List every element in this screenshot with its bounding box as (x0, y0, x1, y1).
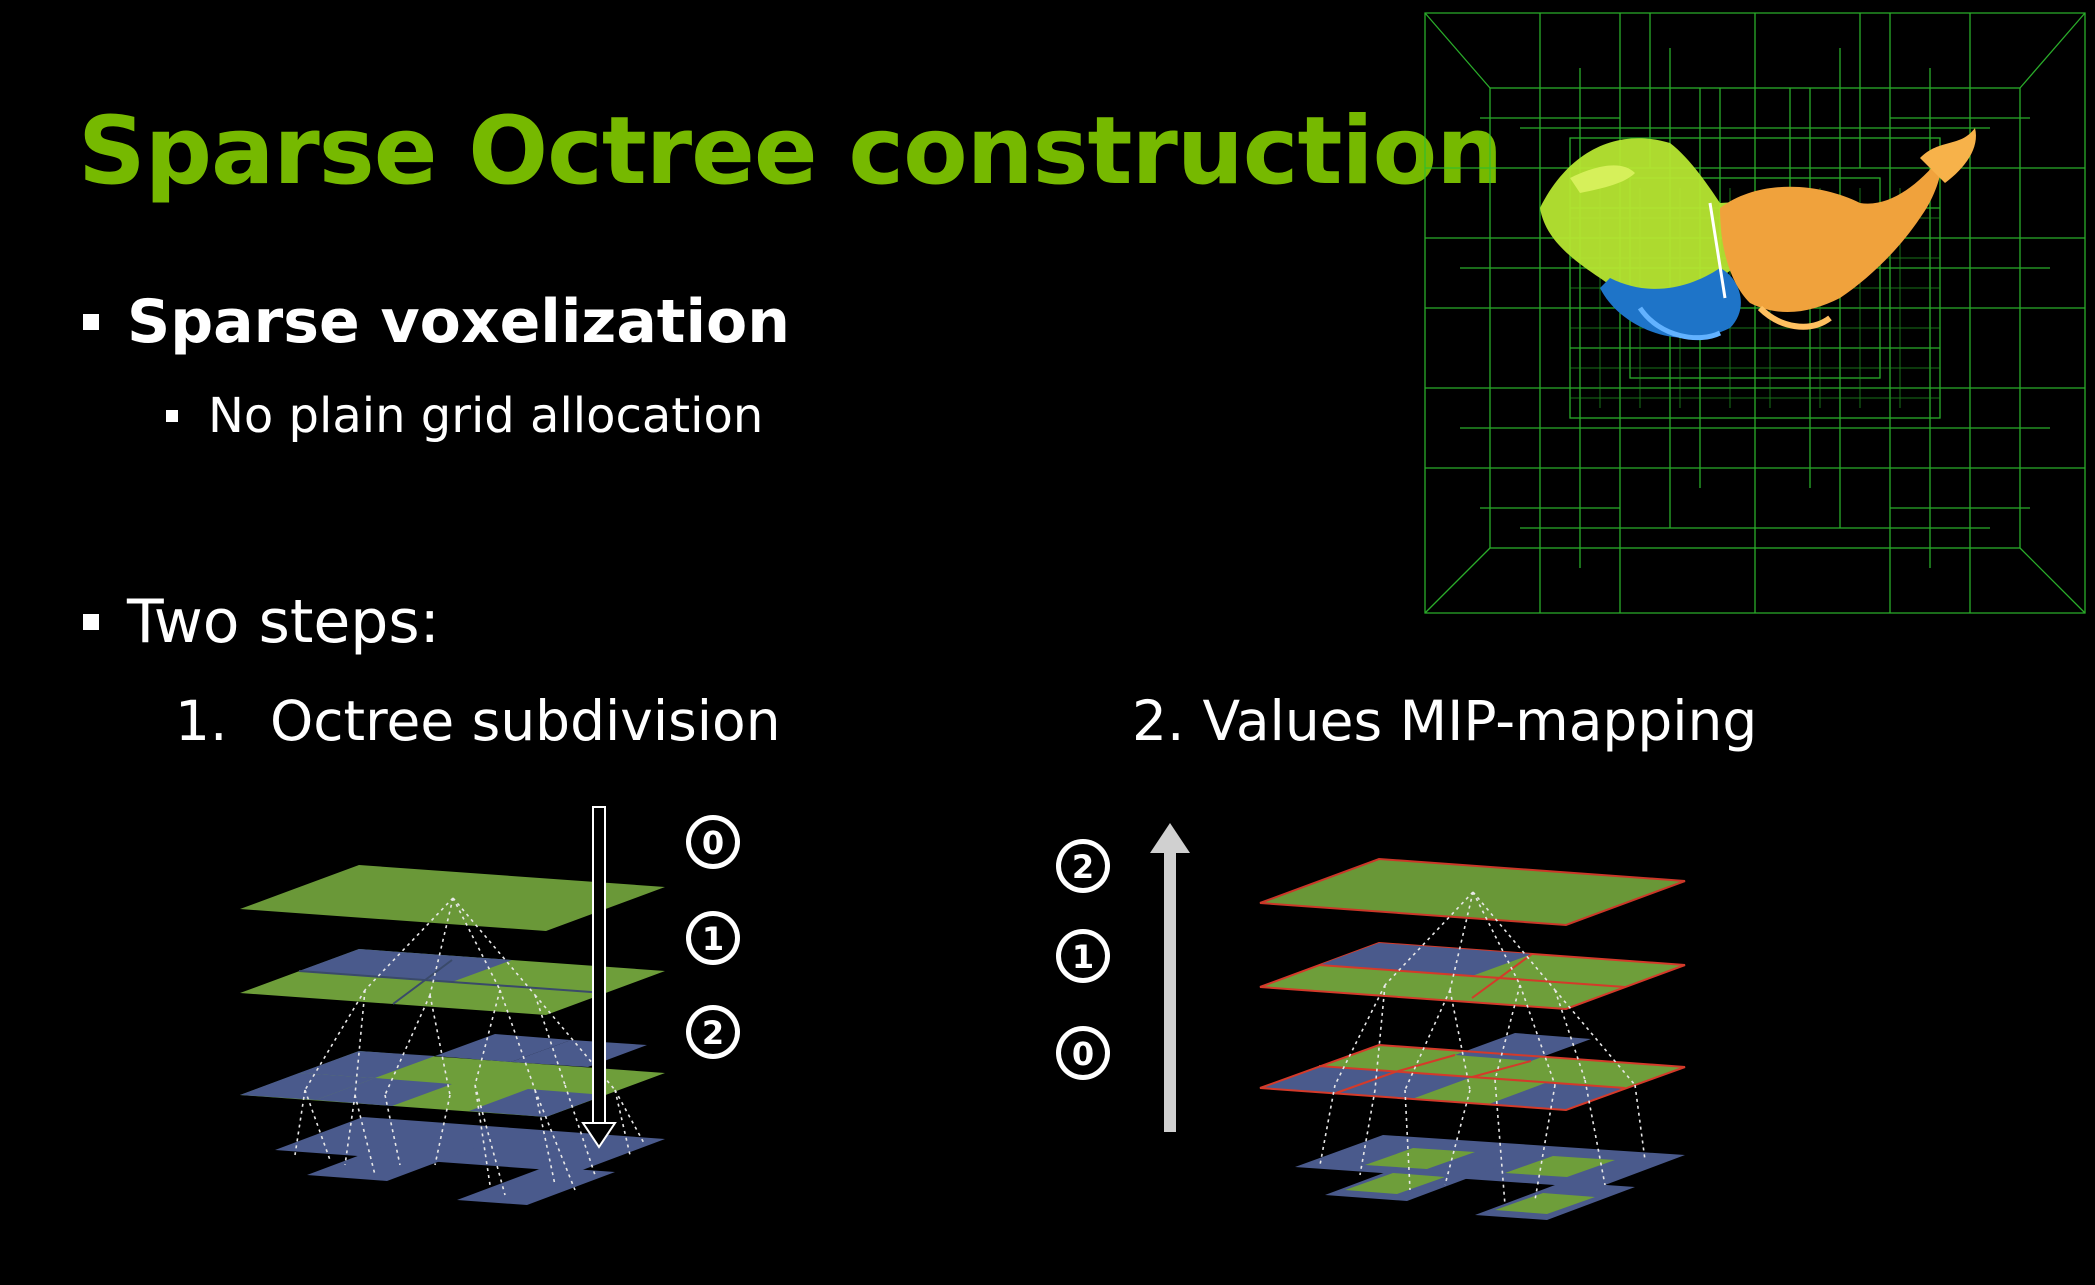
bullet-square-icon (166, 410, 178, 422)
bullet-no-plain-grid: No plain grid allocation (166, 392, 763, 440)
step-2: 2.Values MIP-mapping (1132, 694, 1757, 749)
svg-text:0: 0 (702, 824, 724, 862)
mipmapping-diagram: 2 1 0 (1056, 823, 1686, 1220)
bullet-text: Sparse voxelization (127, 287, 790, 357)
step-number: 1. (175, 689, 228, 753)
mipmap-layers (1259, 857, 1686, 1220)
bullet-two-steps: Two steps: (83, 592, 440, 652)
svg-text:1: 1 (702, 920, 724, 958)
level-badge-0: 0 (686, 815, 740, 869)
step-number: 2. (1132, 689, 1185, 753)
arrow-down-icon (581, 806, 617, 1149)
step-label: Values MIP-mapping (1202, 689, 1758, 753)
svg-text:2: 2 (1072, 848, 1094, 886)
arrow-up-icon (1150, 823, 1190, 1132)
mipmap-tree-lines (1319, 891, 1646, 1206)
level-badge-2: 2 (1056, 839, 1110, 893)
subdivision-level-labels: 0 1 2 (686, 815, 740, 1059)
bullet-sparse-voxelization: Sparse voxelization (83, 292, 790, 352)
octree-dragon-illustration (1424, 12, 2086, 614)
level-badge-0: 0 (1056, 1026, 1110, 1080)
level-badge-1: 1 (686, 911, 740, 965)
bullet-square-icon (83, 314, 99, 330)
page-title: Sparse Octree construction (78, 97, 1503, 206)
svg-text:0: 0 (1072, 1035, 1094, 1073)
subdivision-tree-lines (294, 897, 646, 1196)
octree-subdivision-diagram: 0 1 2 (240, 806, 740, 1205)
step-label: Octree subdivision (270, 689, 781, 753)
bullet-square-icon (83, 614, 99, 630)
level-badge-2: 2 (686, 1005, 740, 1059)
mipmap-level-labels: 2 1 0 (1056, 839, 1110, 1080)
level-badge-1: 1 (1056, 929, 1110, 983)
svg-text:1: 1 (1072, 938, 1094, 976)
bullet-text: No plain grid allocation (208, 388, 764, 444)
svg-text:2: 2 (702, 1014, 724, 1052)
step-1: 1.Octree subdivision (175, 694, 781, 749)
bullet-text: Two steps: (127, 587, 440, 657)
